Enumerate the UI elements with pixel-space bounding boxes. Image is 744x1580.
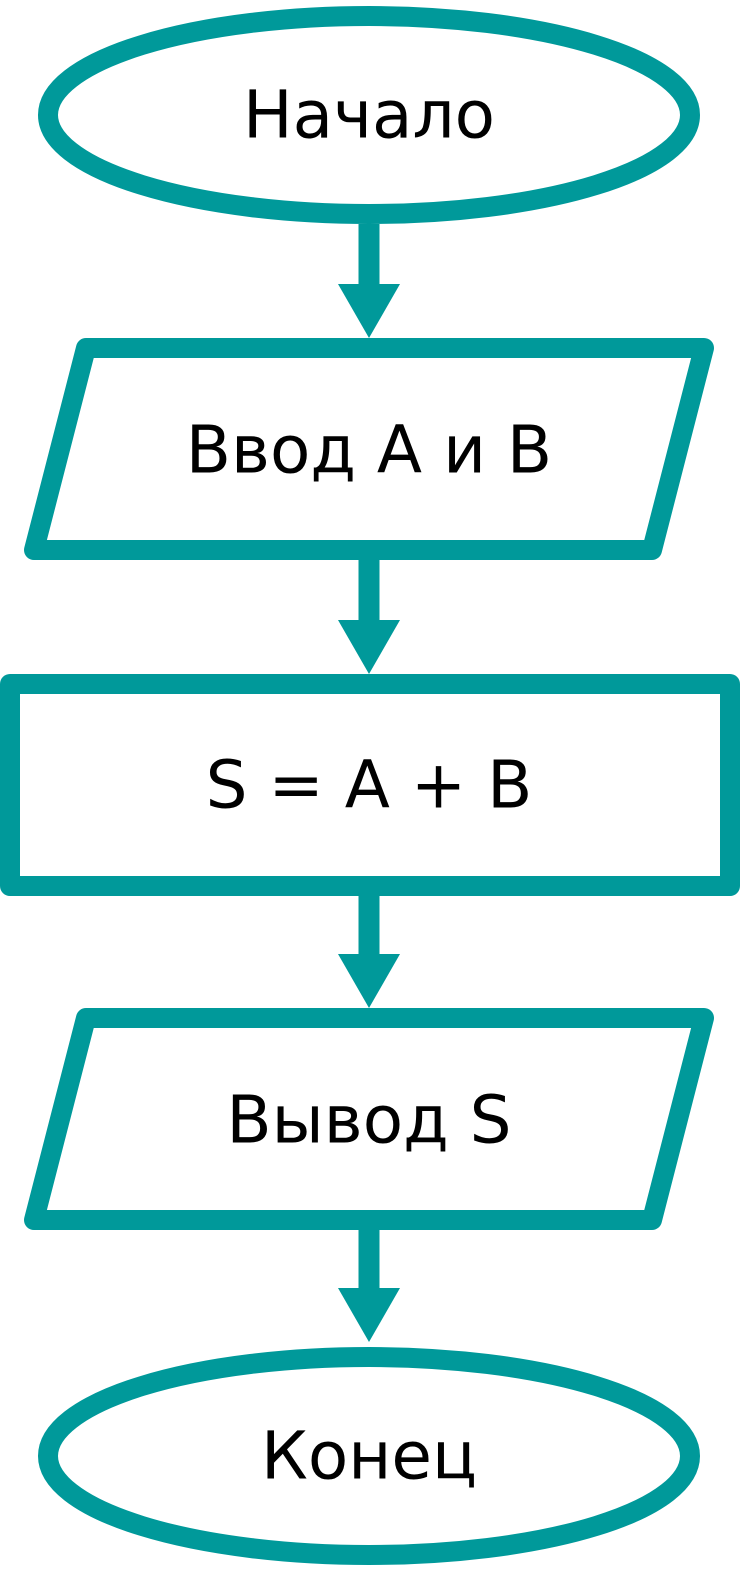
end-node: Конец: [38, 1347, 700, 1565]
end-node-label: Конец: [261, 1418, 477, 1495]
start-node-label: Начало: [243, 77, 495, 154]
process-node-label: S = A + B: [206, 747, 533, 824]
input-node: Ввод А и В: [24, 338, 714, 560]
process-rectangle-shape: [0, 674, 740, 896]
input-node-label: Ввод А и В: [186, 412, 552, 489]
end-terminator-shape: [38, 1347, 700, 1565]
connector-input-to-process: [338, 560, 400, 674]
process-node: S = A + B: [0, 674, 740, 896]
connector-start-to-input: [338, 224, 400, 338]
start-node: Начало: [38, 6, 700, 224]
input-parallelogram-shape: [24, 338, 714, 560]
output-node: Вывод S: [24, 1008, 714, 1230]
connector-process-to-output: [338, 895, 400, 1008]
start-terminator-shape: [38, 6, 700, 224]
output-parallelogram-shape: [24, 1008, 714, 1230]
connector-output-to-end: [338, 1230, 400, 1342]
output-node-label: Вывод S: [226, 1082, 511, 1159]
